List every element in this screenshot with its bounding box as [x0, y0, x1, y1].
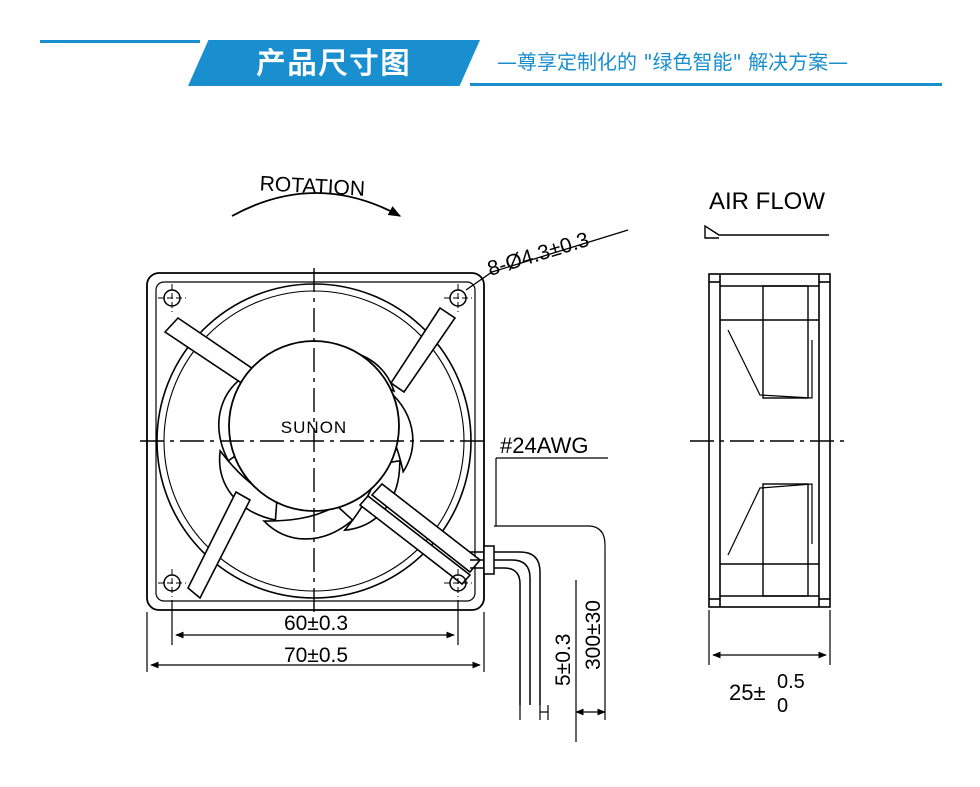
dim-lead-length-label: 300±30 — [582, 600, 605, 670]
header-rule-right — [470, 83, 942, 86]
mounting-holes — [158, 284, 472, 597]
wire-gauge-label: #24AWG — [500, 433, 588, 458]
airflow-arrow — [704, 224, 829, 239]
depth-lower-tolerance: 0 — [777, 695, 788, 717]
lead-wires — [470, 457, 608, 705]
title-tab — [188, 40, 480, 86]
dim-strip-label: 5±0.3 — [552, 634, 575, 686]
centerlines — [140, 268, 490, 615]
support-spokes — [163, 306, 482, 600]
front-view — [140, 192, 629, 742]
dim-frame-width — [146, 612, 485, 672]
rotation-arrow — [231, 192, 402, 217]
page-subtitle: —尊享定制化的 "绿色智能" 解决方案— — [497, 50, 849, 74]
page-title: 产品尺寸图 — [256, 46, 412, 80]
dim-hole-spacing-label: 60±0.3 — [284, 612, 348, 635]
section-header: 产品尺寸图 —尊享定制化的 "绿色智能" 解决方案— — [0, 0, 980, 100]
rotation-label: ROTATION — [259, 172, 365, 200]
brand-logo: SUNON — [281, 418, 347, 437]
depth-upper-tolerance: 0.5 — [777, 671, 805, 693]
dim-hole-spacing — [171, 600, 459, 645]
side-view — [690, 224, 848, 665]
dim-frame-width-label: 70±0.5 — [284, 644, 348, 667]
hole-leader — [465, 229, 629, 291]
header-rule-left — [40, 40, 200, 43]
depth-dim-label: 25± — [729, 680, 766, 705]
dim-lead — [519, 580, 606, 742]
hole-callout-label: 8-Ø4.3±0.3 — [485, 228, 592, 281]
airflow-label: AIR FLOW — [709, 188, 825, 215]
